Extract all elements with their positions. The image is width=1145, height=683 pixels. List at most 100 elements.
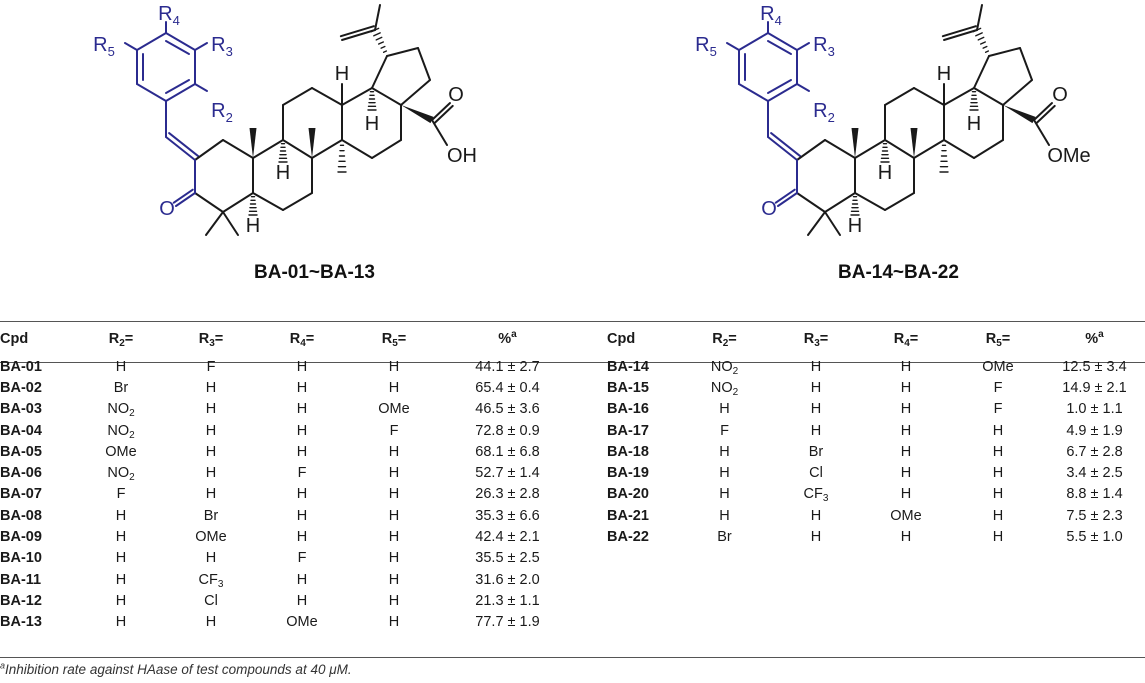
cell-r4: H <box>296 507 308 524</box>
cell-r5: F <box>389 422 399 439</box>
header-r5: R5= <box>381 330 407 349</box>
substituent-r2-label: R2 <box>211 100 233 125</box>
header-r3: R3= <box>803 330 829 349</box>
bond <box>222 192 254 213</box>
cell-inhibition: 46.5 ± 3.6 <box>475 401 540 418</box>
bond <box>854 139 886 159</box>
cell-inhibition: 8.8 ± 1.4 <box>1066 486 1123 503</box>
cell-r3: Br <box>808 443 824 460</box>
cell-inhibition: 14.9 ± 2.1 <box>1062 379 1127 396</box>
cell-r5: H <box>388 486 400 503</box>
alkene-bond <box>168 132 200 158</box>
cell-inhibition: 5.5 ± 1.0 <box>1066 529 1123 546</box>
stereo-h-label: H <box>878 162 892 184</box>
cell-r2: NO2 <box>107 422 135 441</box>
cell-r4: H <box>296 443 308 460</box>
cell-inhibition: 77.7 ± 1.9 <box>475 614 540 631</box>
cell-r3: H <box>810 507 822 524</box>
cell-r4: F <box>297 465 307 482</box>
cell-r3: H <box>205 379 217 396</box>
cell-inhibition: 26.3 ± 2.8 <box>475 486 540 503</box>
stereo-h-label: H <box>937 63 951 85</box>
cell-r2: Br <box>717 529 732 546</box>
cell-r2: NO2 <box>710 379 739 398</box>
cell-r3: H <box>205 465 217 482</box>
bond <box>854 192 886 211</box>
bond <box>222 139 254 159</box>
cell-inhibition: 31.6 ± 2.0 <box>475 571 540 588</box>
header-cpd: Cpd <box>0 330 29 347</box>
aryl-bond <box>165 83 196 102</box>
cell-r4: H <box>900 443 912 460</box>
ketone-bond <box>172 188 194 204</box>
bond <box>884 139 915 159</box>
cell-r2: H <box>115 550 127 567</box>
cell-inhibition: 3.4 ± 2.5 <box>1066 465 1123 482</box>
bond <box>252 192 284 211</box>
header-r5: R5= <box>985 330 1011 349</box>
cell-r5: H <box>992 529 1004 546</box>
cell-r4: H <box>296 592 308 609</box>
stereo-h-label: H <box>276 162 290 184</box>
bond <box>976 4 983 31</box>
header-r4: R4= <box>893 330 919 349</box>
cell-inhibition: 4.9 ± 1.9 <box>1066 422 1123 439</box>
cell-cpd: BA-10 <box>0 550 42 567</box>
cell-inhibition: 42.4 ± 2.1 <box>475 529 540 546</box>
cell-r5: H <box>388 443 400 460</box>
cell-r5: H <box>388 550 400 567</box>
cell-r3: H <box>205 550 217 567</box>
bond <box>884 87 915 106</box>
aryl-bond <box>738 32 769 51</box>
aryl-bond <box>767 83 798 102</box>
bond <box>824 192 856 213</box>
cell-r5: H <box>992 486 1004 503</box>
caption-right: BA-14~BA-22 <box>838 262 959 283</box>
cell-cpd: BA-20 <box>607 486 649 503</box>
substituent-r4-label: R4 <box>158 3 180 28</box>
substituent-r5-label: R5 <box>695 34 717 59</box>
cell-r5: H <box>992 507 1004 524</box>
header-inhibition: %a <box>498 328 517 347</box>
hash-bond <box>977 36 985 41</box>
aryl-bond <box>767 40 792 55</box>
cell-cpd: BA-08 <box>0 507 42 524</box>
cell-r2: NO2 <box>710 358 739 377</box>
bond <box>194 83 208 92</box>
ketone-oxygen-label: O <box>159 198 175 220</box>
cell-cpd: BA-05 <box>0 443 42 460</box>
cell-r3: H <box>810 529 822 546</box>
vinyl-bond <box>339 25 375 38</box>
cell-cpd: BA-13 <box>0 614 42 631</box>
bond <box>341 139 373 159</box>
footnote-text: Inhibition rate against HAase of test co… <box>5 662 352 677</box>
cell-cpd: BA-11 <box>0 571 42 588</box>
cell-r2: NO2 <box>107 465 135 484</box>
cell-r2: H <box>719 465 730 482</box>
cell-r4: F <box>297 550 307 567</box>
hash-bond <box>980 41 986 45</box>
cell-inhibition: 52.7 ± 1.4 <box>475 465 540 482</box>
cell-r2: H <box>719 443 730 460</box>
bond <box>1019 47 1033 81</box>
bond <box>796 83 810 92</box>
cell-inhibition: 44.1 ± 2.7 <box>475 358 540 375</box>
cell-r5: H <box>992 465 1004 482</box>
substituent-r2-label: R2 <box>813 100 835 125</box>
cell-cpd: BA-02 <box>0 379 42 396</box>
caption-left: BA-01~BA-13 <box>254 262 375 283</box>
cell-r3: H <box>205 486 217 503</box>
aryl-bond <box>165 32 196 51</box>
